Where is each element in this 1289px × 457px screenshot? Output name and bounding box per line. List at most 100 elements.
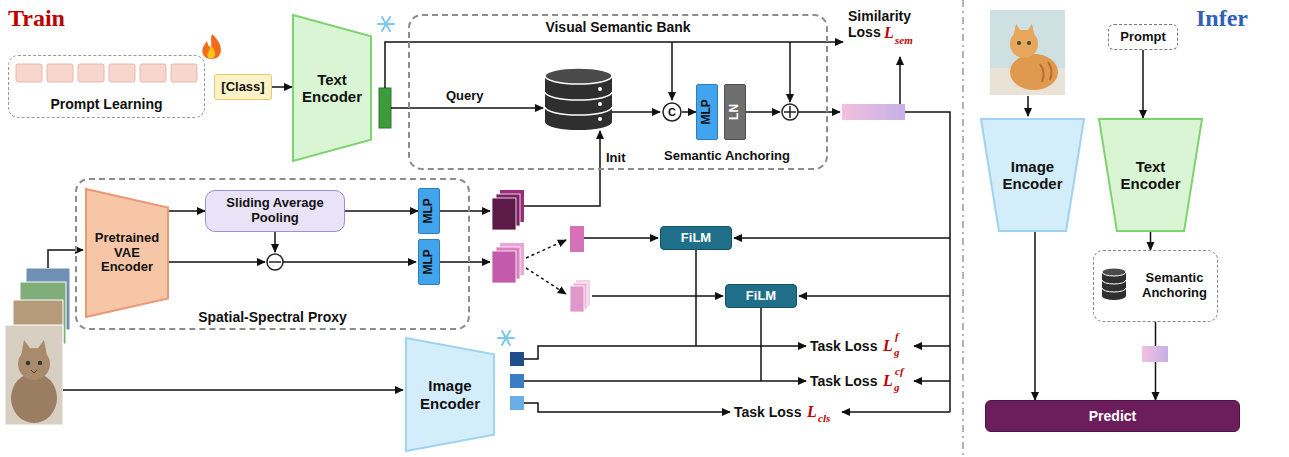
database-symbol [598,87,602,91]
database-symbol [545,92,612,115]
flow-wires [612,111,660,113]
proxy-features [570,286,584,312]
frozen-snowflake [502,331,510,345]
image-features [510,374,524,388]
database-symbol [598,117,602,121]
add-symbol [782,104,798,120]
cat-photo [1040,62,1052,82]
pooling-box: Sliding Average Pooling [205,190,345,232]
annotation: Query [446,88,484,103]
predict-bar: Predict [985,400,1240,432]
prompt-tokens [109,64,135,82]
proxy-features [492,198,516,230]
region-title-holder: Spatial-Spectral Proxy [77,309,468,325]
anchored-embedding [1142,346,1168,362]
frozen-snowflake [502,331,510,345]
flow-wires [899,57,901,104]
text-encoder: Text Encoder [292,14,372,162]
image-encoder: Image Encoder [405,337,495,452]
prompt-tokens [16,64,42,82]
panel-title: Train [8,4,65,32]
node-label: LN [728,104,742,120]
flow-wires [169,261,265,263]
proxy-features [492,251,516,283]
training-images [18,348,50,380]
anchored-embedding [842,104,905,120]
node-label: Prompt Learning [50,96,162,112]
node-label: Image Encoder [410,377,490,412]
region-title: Visual Semantic Bank [545,19,690,35]
region-title-holder: Visual Semantic Bank [410,19,826,35]
cat-photo [1010,54,1058,90]
vae-encoder: Pretrained VAE Encoder [85,188,169,318]
proxy-features [492,190,590,312]
film-block: FiLM [725,284,797,308]
text-encoder: Text Encoder [1098,118,1203,232]
encoder-trapezoid [293,15,371,161]
flow-wires [391,107,543,109]
small-database [1102,268,1126,300]
node-label: Text Encoder [297,71,367,106]
node-label: FiLM [746,289,776,304]
panel-separator [963,0,964,457]
anchored-embedding [1142,346,1168,362]
mlp-block: MLP [418,188,440,234]
mlp-block: MLP [696,84,718,140]
panel-title: Infer [1196,4,1248,32]
math-symbol: L [883,337,893,354]
flow-wires [799,295,950,297]
proxy-features [570,226,584,252]
prompt-tokens [171,64,197,82]
flow-arrow [169,210,205,212]
prompt-box: Prompt Learning [8,55,205,118]
loss-label: Task Loss [810,373,877,389]
flow-arrow [272,86,292,88]
node-label: MLP [422,198,436,223]
frozen-snowflake [382,17,390,31]
math-symbol: L [884,24,894,41]
math-subscript: g [894,346,900,358]
math-subscript: g [894,381,900,393]
cat-photo [990,10,1065,95]
flow-wires [524,346,806,359]
flow-wires [905,112,950,412]
flow-wires [1027,96,1029,116]
training-images [38,361,42,365]
flow-wires [440,210,490,212]
loss-label: Task Loss [810,338,877,354]
node-label: Predict [1089,408,1136,424]
database-symbol [545,68,612,130]
node-label: [Class] [221,80,264,95]
small-database [1102,268,1126,276]
node-label: Pretrained VAE Encoder [89,231,165,276]
node-label: Sliding Average Pooling [211,196,339,226]
database-symbol [545,68,612,84]
training-images [11,373,57,423]
flow-wires [746,111,780,113]
flow-wires [385,42,843,88]
flow-arrow [345,210,418,212]
flow-wires [914,380,950,382]
node-label: Semantic Anchoring [1137,271,1212,301]
math-superscript: cf [895,365,904,377]
annotation: Semantic Anchoring [664,148,790,163]
image-features [510,396,524,410]
flow-wires [274,232,276,252]
prompt-tokens [47,64,73,82]
flow-wires [524,380,806,382]
text-embedding [379,88,391,128]
training-images [5,325,63,425]
prompt-box: Prompt [1108,24,1178,50]
flow-wires [48,42,1028,412]
frozen-snowflake [382,17,390,31]
flow-wires [584,237,658,239]
image-features [510,352,524,366]
encoder-trapezoid [981,119,1084,231]
frozen-snowflake [378,17,514,345]
prompt-tokens [16,64,197,82]
flow-wires [440,261,490,263]
